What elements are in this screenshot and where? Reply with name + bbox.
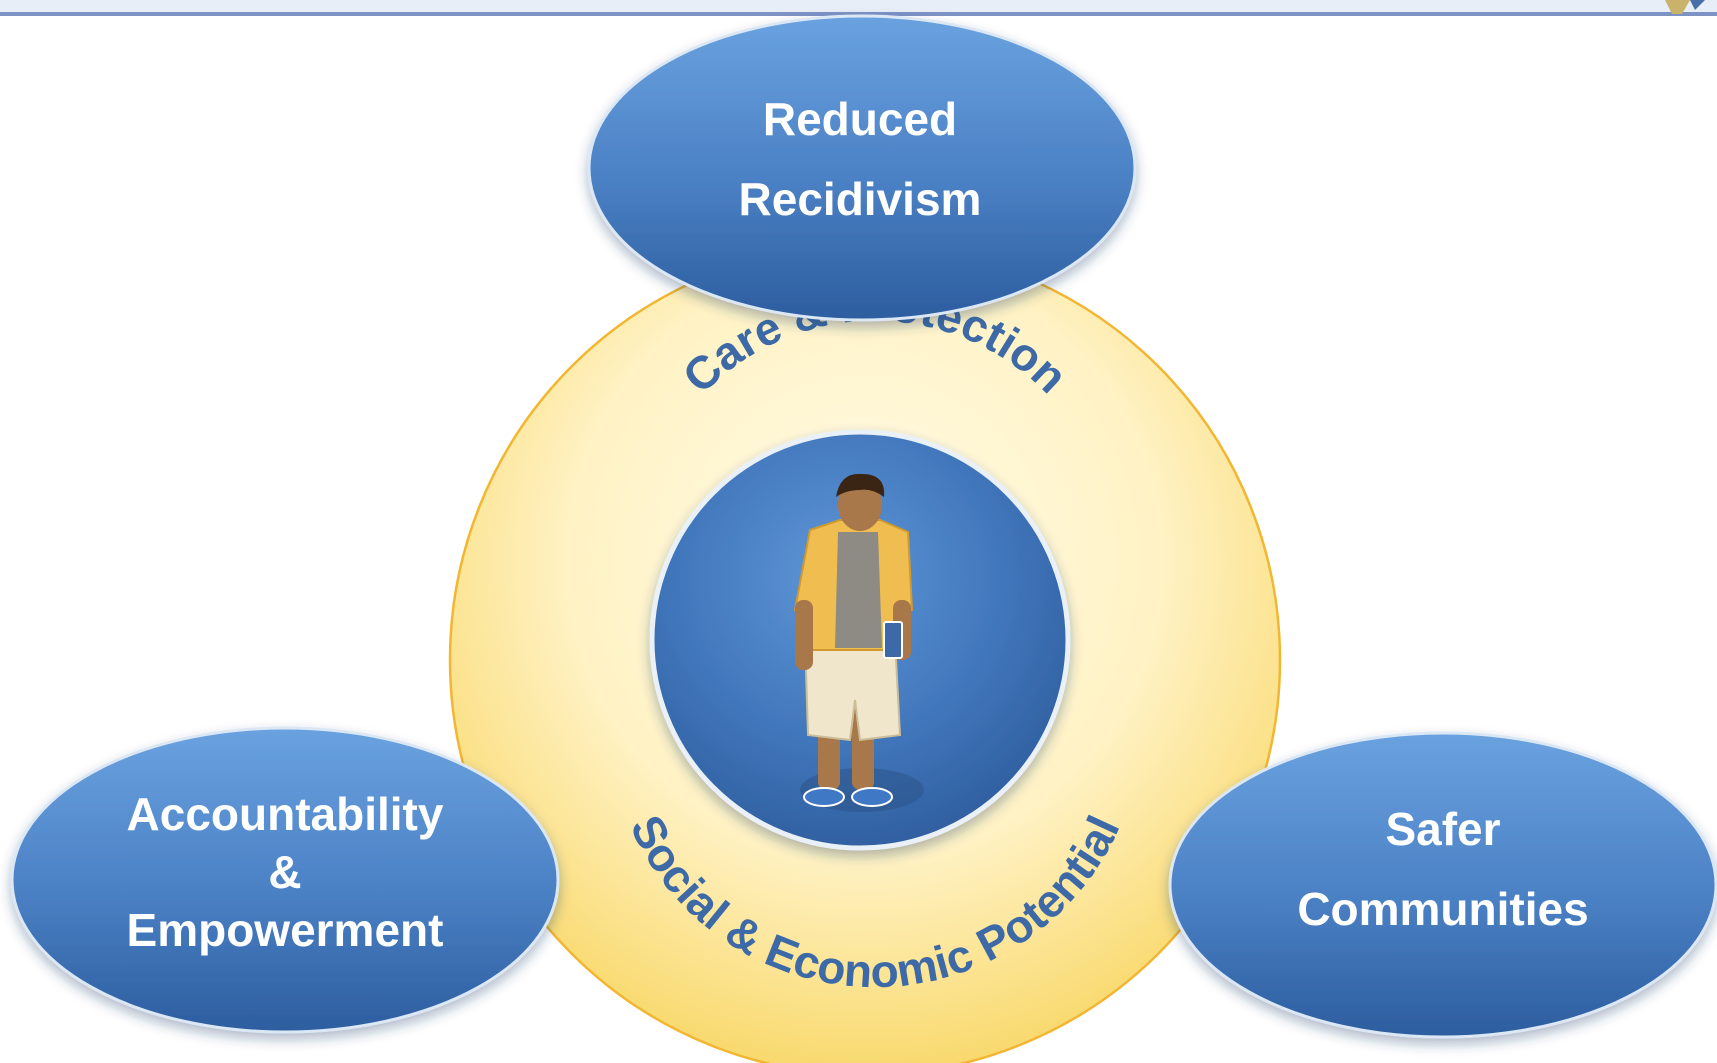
accountability-line: Accountability [127, 788, 444, 840]
ampersand-line: & [268, 846, 301, 898]
communities-line: Communities [1297, 883, 1588, 935]
top-header-bar [0, 0, 1717, 15]
top-header-line [0, 12, 1717, 16]
corner-logo-icon [1665, 0, 1705, 14]
empowerment-line: Empowerment [127, 904, 444, 956]
reduced-recidivism-line1: Reduced [763, 93, 957, 145]
safer-communities-node: Safer Communities [1168, 731, 1717, 1039]
accountability-empowerment-node: Accountability & Empowerment [10, 726, 560, 1034]
youth-figure-icon [793, 473, 924, 812]
reduced-recidivism-node: Reduced Recidivism [587, 14, 1137, 322]
reduced-recidivism-line2: Recidivism [739, 173, 982, 225]
safer-line: Safer [1385, 803, 1500, 855]
